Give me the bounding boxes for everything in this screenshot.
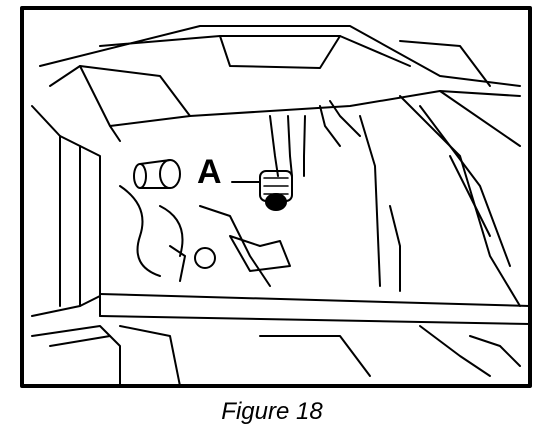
- cylinder-end: [159, 159, 181, 189]
- figure-caption: Figure 18: [221, 398, 323, 425]
- hose-2: [287, 115, 293, 177]
- hose-4: [319, 105, 341, 147]
- hose-3: [303, 115, 306, 177]
- wiring: [119, 185, 161, 277]
- callout-label-a: A: [197, 153, 222, 191]
- upper-panel: [39, 25, 521, 87]
- left-bracket: [31, 105, 101, 317]
- right-panel: [399, 95, 521, 307]
- grommet: [194, 247, 216, 269]
- cross-beam: [99, 293, 531, 307]
- hose-1: [269, 115, 279, 177]
- frame-border: [20, 6, 532, 388]
- engine-bay-illustration: [20, 6, 532, 388]
- cylinder-body: [139, 159, 171, 189]
